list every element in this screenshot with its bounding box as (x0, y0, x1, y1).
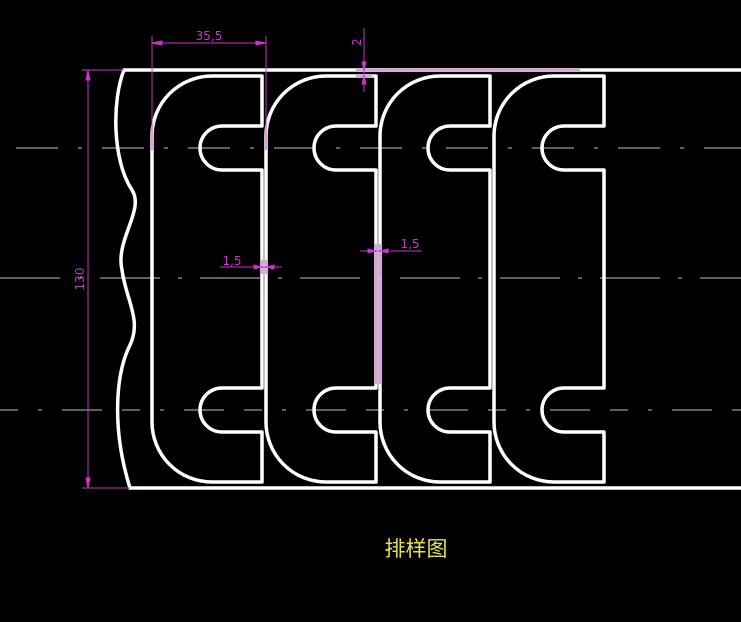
dim-height-label: 130 (73, 268, 87, 291)
dim-gap-arrow-top (361, 61, 367, 71)
dim-pitch-left-arrow-b (265, 264, 275, 270)
dim-pitch-right-label: 1,5 (400, 237, 419, 251)
strip-left-wavy-edge (114, 68, 138, 490)
dim-width-arrow-right (255, 40, 267, 46)
dim-gap-label: 2 (350, 38, 364, 46)
dim-gap-arrow-bottom (361, 75, 367, 85)
dimensions (82, 28, 580, 489)
dimension-pitch-left (220, 260, 282, 274)
dim-pitch-left-label: 1,5 (222, 254, 241, 268)
part-outline-1 (150, 74, 264, 484)
part-outline-3 (378, 74, 492, 484)
dim-width-arrow-left (151, 40, 163, 46)
dim-height-arrow-bottom (85, 477, 91, 489)
dim-pitch-left-arrow-a (253, 264, 263, 270)
dimension-height (82, 69, 130, 489)
dim-pitch-right-arrow-a (367, 248, 377, 254)
dimension-pitch-right (360, 244, 422, 384)
dim-pitch-right-arrow-b (379, 248, 389, 254)
centerlines (0, 147, 741, 411)
drawing-caption: 排样图 (385, 537, 448, 561)
dim-width-label: 35,5 (196, 29, 223, 43)
part-outline-2 (264, 74, 378, 484)
strip-outline (114, 68, 741, 490)
dimension-gap (356, 28, 580, 92)
part-outline-4 (492, 74, 606, 484)
dimension-width (151, 36, 267, 150)
dimension-labels: 35,5 2 130 1,5 1,5 (73, 29, 420, 290)
dim-height-arrow-top (85, 69, 91, 81)
nested-parts (150, 74, 606, 484)
